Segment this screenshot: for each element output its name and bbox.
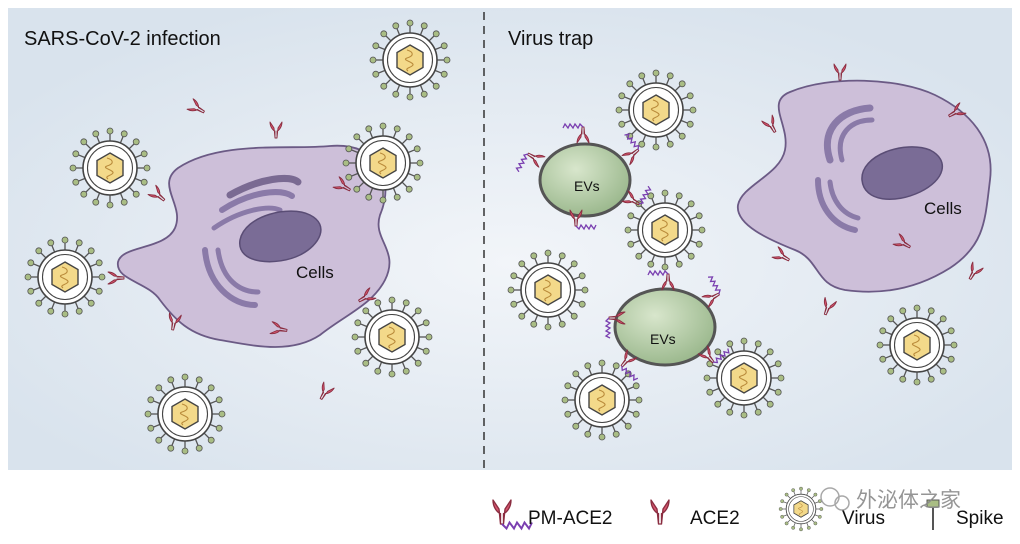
virus-particle	[24, 236, 106, 318]
virus-particle	[342, 122, 424, 204]
legend-virus-icon	[778, 486, 824, 532]
wechat-logo-icon	[820, 487, 850, 511]
ev-label-bottom: EVs	[650, 331, 676, 347]
virus-particle	[507, 249, 589, 331]
virus-particle	[703, 337, 785, 419]
legend-spike-icon	[926, 499, 940, 530]
virus-particle	[369, 19, 451, 101]
right-panel-title: Virus trap	[508, 28, 594, 50]
legend-spike-label: Spike	[956, 508, 1004, 529]
host-cell-right	[737, 79, 992, 293]
watermark-text: 外泌体之家	[856, 489, 961, 512]
left-panel-title: SARS-CoV-2 infection	[24, 28, 221, 50]
legend-ace2-label: ACE2	[690, 508, 740, 529]
virus-particle	[351, 296, 433, 378]
host-cell-left	[117, 144, 391, 348]
legend-pm-ace2-label: PM-ACE2	[528, 508, 613, 529]
virus-particle	[144, 373, 226, 455]
ev-vesicle-bottom	[613, 287, 717, 367]
virus-particle	[69, 127, 151, 209]
legend-pm-ace2-icon	[493, 500, 532, 529]
legend-virus-label: Virus	[842, 508, 885, 529]
ev-vesicle-top	[538, 142, 632, 218]
cells-label-left: Cells	[296, 263, 334, 282]
virus-particle	[876, 304, 958, 386]
ev-label-top: EVs	[574, 178, 600, 194]
legend-ace2-icon	[650, 499, 670, 525]
cells-label-right: Cells	[924, 199, 962, 218]
